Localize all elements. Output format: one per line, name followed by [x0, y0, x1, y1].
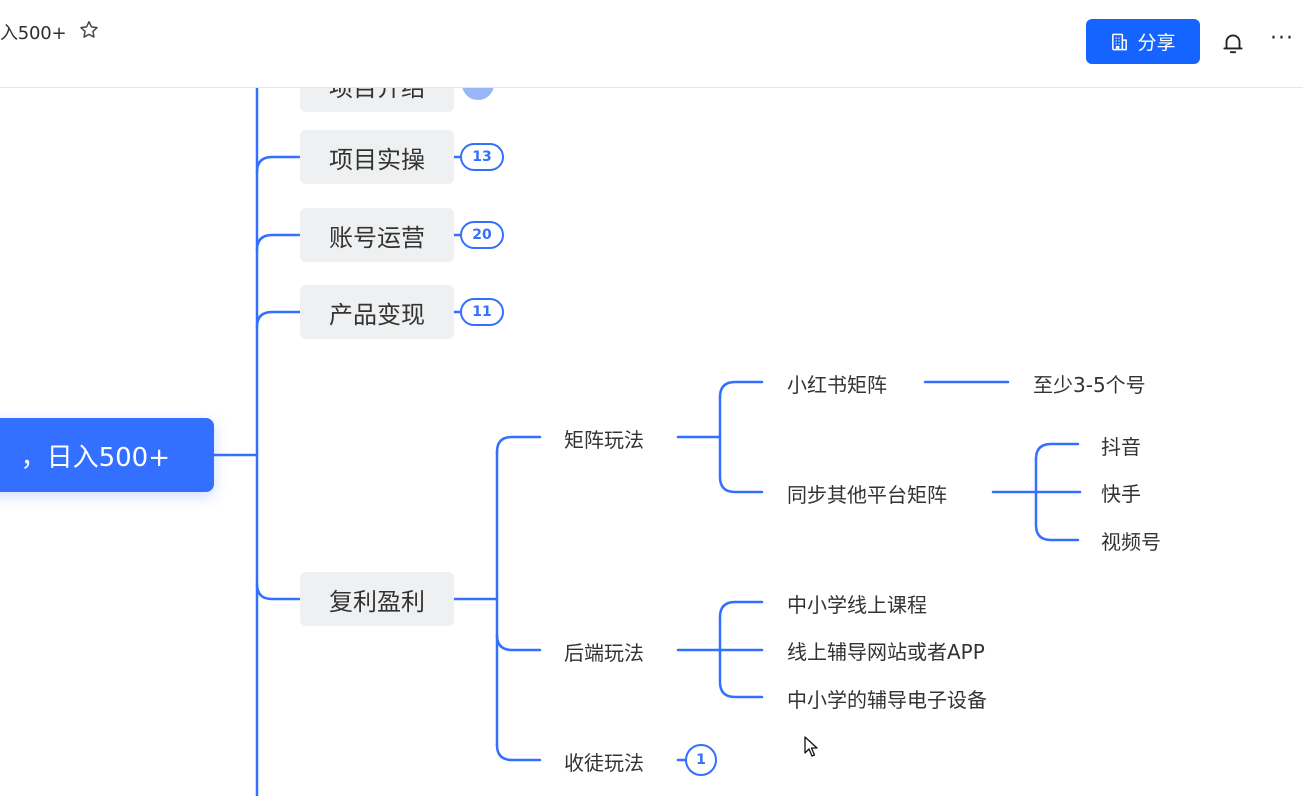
- more-icon[interactable]: ···: [1270, 26, 1294, 51]
- share-label: 分享: [1137, 32, 1176, 54]
- connector-topic-5: [255, 582, 302, 601]
- node-sync-platforms[interactable]: 同步其他平台矩阵: [787, 483, 947, 507]
- node-tutoring-devices[interactable]: 中小学的辅导电子设备: [787, 688, 987, 712]
- connector-topic-1: [255, 155, 302, 174]
- bell-icon[interactable]: [1220, 30, 1246, 56]
- topic-account-ops[interactable]: 账号运营: [300, 208, 454, 262]
- node-shipinhao[interactable]: 视频号: [1101, 530, 1161, 554]
- node-xhs-matrix[interactable]: 小红书矩阵: [787, 373, 887, 397]
- node-online-courses[interactable]: 中小学线上课程: [787, 593, 927, 617]
- connector-topic-3: [255, 310, 302, 329]
- count-badge[interactable]: 13: [460, 143, 504, 171]
- connector-lines: [212, 88, 1082, 796]
- topic-compound-profit[interactable]: 复利盈利: [300, 572, 454, 626]
- topic-monetization[interactable]: 产品变现: [300, 285, 454, 339]
- count-badge[interactable]: 20: [460, 221, 504, 249]
- document-title: 入500+: [0, 23, 67, 44]
- node-xhs-accounts[interactable]: 至少3-5个号: [1033, 373, 1146, 397]
- building-icon: [1112, 33, 1128, 50]
- count-badge[interactable]: 11: [460, 298, 504, 326]
- node-backend[interactable]: 后端玩法: [564, 641, 644, 665]
- mindmap-canvas[interactable]: ，日入500+ 项目介绍 项目实操 13 账号运营 20 产品变现 11 复利盈…: [0, 88, 1303, 796]
- node-kuaishou[interactable]: 快手: [1101, 482, 1141, 506]
- top-bar: 入500+ 分享 ···: [0, 0, 1303, 88]
- topic-project-practice[interactable]: 项目实操: [300, 130, 454, 184]
- connector-topic-2: [255, 233, 302, 252]
- node-tutoring-site[interactable]: 线上辅导网站或者APP: [787, 640, 985, 664]
- count-badge[interactable]: 1: [685, 744, 717, 776]
- node-douyin[interactable]: 抖音: [1101, 435, 1141, 459]
- topic-intro[interactable]: 项目介绍: [300, 88, 454, 112]
- node-matrix[interactable]: 矩阵玩法: [564, 428, 644, 452]
- root-node[interactable]: ，日入500+: [0, 418, 214, 492]
- star-icon[interactable]: [78, 19, 100, 41]
- share-button[interactable]: 分享: [1086, 19, 1200, 64]
- node-apprentice[interactable]: 收徒玩法: [564, 751, 644, 775]
- mouse-cursor-icon: [804, 736, 818, 757]
